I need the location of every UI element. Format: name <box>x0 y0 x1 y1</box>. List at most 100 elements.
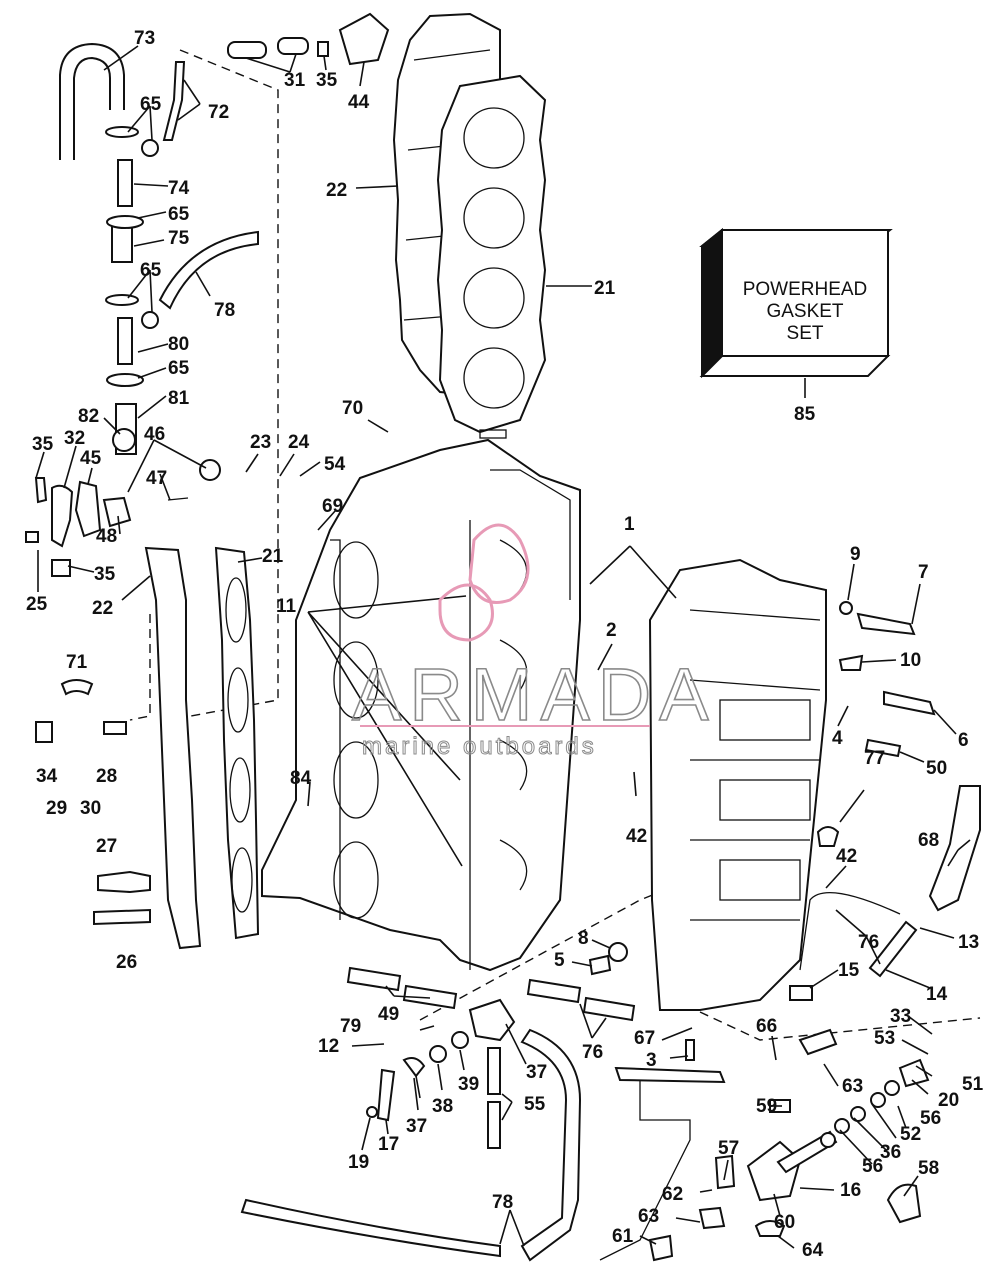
callout-78-a: 78 <box>214 300 235 321</box>
callout-37-a: 37 <box>526 1062 547 1083</box>
callout-77: 77 <box>864 748 885 769</box>
callout-22-a: 22 <box>326 180 347 201</box>
callout-79: 79 <box>340 1016 361 1037</box>
callout-26: 26 <box>116 952 137 973</box>
right-fasteners <box>789 601 981 1001</box>
callout-37-b: 37 <box>406 1116 427 1137</box>
callout-35-c: 35 <box>94 564 116 585</box>
callout-63-b: 63 <box>638 1206 659 1227</box>
callout-12: 12 <box>318 1036 339 1057</box>
callout-35-b: 35 <box>32 434 54 455</box>
callout-28: 28 <box>96 766 117 787</box>
callout-2: 2 <box>606 620 617 641</box>
crankcase-half <box>648 558 827 1011</box>
gasket-box-line-2: GASKET <box>766 301 843 322</box>
callout-58: 58 <box>918 1158 939 1179</box>
callout-53: 53 <box>874 1028 895 1049</box>
callout-49: 49 <box>378 1004 399 1025</box>
callout-25: 25 <box>26 594 48 615</box>
callout-74: 74 <box>168 178 190 199</box>
callout-72: 72 <box>208 102 229 123</box>
callout-21-a: 21 <box>594 278 616 299</box>
callout-84: 84 <box>290 768 312 789</box>
callout-29: 29 <box>46 798 67 819</box>
callout-63-a: 63 <box>842 1076 863 1097</box>
callout-13: 13 <box>958 932 979 953</box>
callout-76-a: 76 <box>858 932 879 953</box>
callout-56-a: 56 <box>920 1108 941 1129</box>
callout-57: 57 <box>718 1138 739 1159</box>
callout-60: 60 <box>774 1212 795 1233</box>
callout-56-b: 56 <box>862 1156 883 1177</box>
callout-19: 19 <box>348 1152 369 1173</box>
callout-3: 3 <box>646 1050 657 1071</box>
callout-47: 47 <box>146 468 167 489</box>
head-gasket-side <box>214 546 260 940</box>
callout-35-a: 35 <box>316 70 338 91</box>
callout-45: 45 <box>80 448 102 469</box>
callout-78-b: 78 <box>492 1192 513 1213</box>
callout-32: 32 <box>64 428 85 449</box>
callout-6: 6 <box>958 730 969 751</box>
cylinder-block <box>261 438 581 972</box>
callout-36: 36 <box>880 1142 901 1163</box>
callout-21-b: 21 <box>262 546 284 567</box>
callout-9: 9 <box>850 544 861 565</box>
callout-39: 39 <box>458 1074 479 1095</box>
callout-4: 4 <box>832 728 843 749</box>
callout-33: 33 <box>890 1006 911 1027</box>
watermark-tagline: marine outboards <box>362 733 597 760</box>
callout-75: 75 <box>168 228 190 249</box>
callout-52: 52 <box>900 1124 921 1145</box>
callout-51: 51 <box>962 1074 984 1095</box>
callout-81: 81 <box>168 388 190 409</box>
callout-7: 7 <box>918 562 929 583</box>
callout-30: 30 <box>80 798 101 819</box>
callout-17: 17 <box>378 1134 399 1155</box>
callout-44: 44 <box>348 92 370 113</box>
callout-85: 85 <box>794 404 816 425</box>
callout-54: 54 <box>324 454 346 475</box>
callout-23: 23 <box>250 432 271 453</box>
callout-24: 24 <box>288 432 310 453</box>
callout-10: 10 <box>900 650 921 671</box>
cylinder-head-side <box>144 546 202 950</box>
leader-lines <box>35 45 971 1249</box>
callout-38: 38 <box>432 1096 453 1117</box>
callout-labels: 73 72 65 31 35 44 22 21 74 65 75 65 78 8… <box>26 28 984 1261</box>
callout-27: 27 <box>96 836 117 857</box>
callout-65-a: 65 <box>140 94 162 115</box>
callout-69: 69 <box>322 496 343 517</box>
callout-42-b: 42 <box>836 846 857 867</box>
head-gasket-upper <box>436 74 547 439</box>
callout-62: 62 <box>662 1184 683 1205</box>
top-small-parts <box>227 12 390 66</box>
watermark: ARMADA marine outboards <box>351 523 717 761</box>
gasket-box-line-3: SET <box>787 323 824 344</box>
callout-66: 66 <box>756 1016 777 1037</box>
callout-15: 15 <box>838 960 860 981</box>
callout-73: 73 <box>134 28 155 49</box>
callout-20: 20 <box>938 1090 959 1111</box>
callout-1: 1 <box>624 514 635 535</box>
callout-16: 16 <box>840 1180 861 1201</box>
callout-65-d: 65 <box>168 358 190 379</box>
callout-46: 46 <box>144 424 165 445</box>
callout-68: 68 <box>918 830 939 851</box>
hose-assembly-top-left <box>59 42 259 455</box>
callout-5: 5 <box>554 950 565 971</box>
watermark-brand: ARMADA <box>352 653 717 736</box>
callout-31: 31 <box>284 70 306 91</box>
callout-65-b: 65 <box>168 204 190 225</box>
callout-82: 82 <box>78 406 99 427</box>
callout-76-b: 76 <box>582 1042 603 1063</box>
left-fittings <box>35 679 151 926</box>
callout-80: 80 <box>168 334 189 355</box>
callout-70: 70 <box>342 398 363 419</box>
left-side-parts <box>25 428 221 577</box>
callout-22-b: 22 <box>92 598 113 619</box>
callout-64: 64 <box>802 1240 824 1261</box>
callout-11: 11 <box>276 596 297 617</box>
callout-14: 14 <box>926 984 948 1005</box>
